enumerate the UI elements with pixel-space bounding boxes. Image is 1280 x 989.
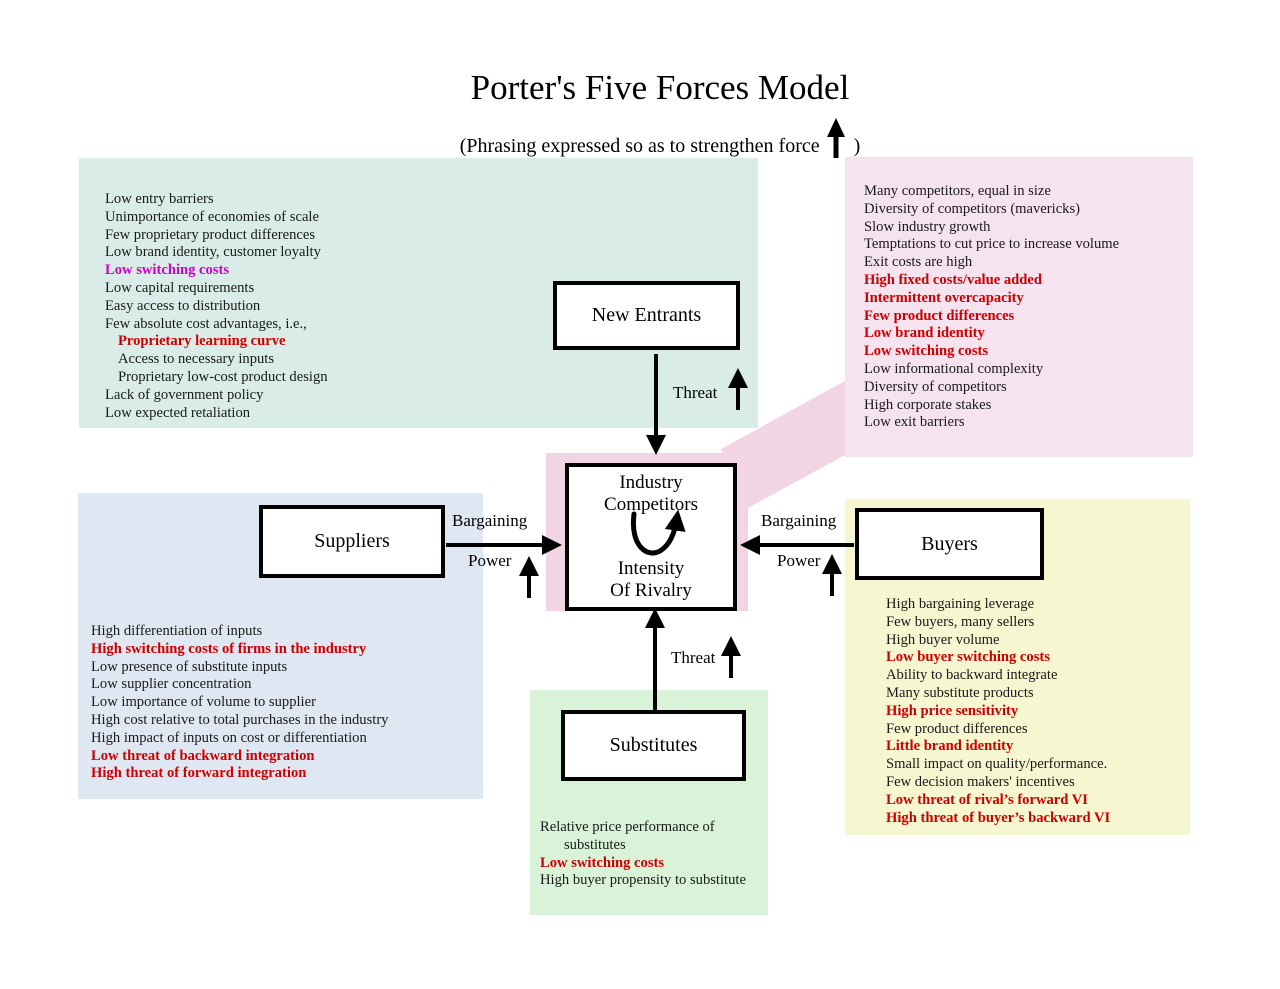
factor-line: Exit costs are high xyxy=(864,254,973,271)
industry-competitors-label: Industry Competitors xyxy=(604,472,698,516)
factor-line: Few absolute cost advantages, i.e., xyxy=(105,315,307,332)
subtitle-close-paren: ) xyxy=(853,135,861,157)
factor-line: Temptations to cut price to increase vol… xyxy=(864,236,1120,253)
factor-line: High bargaining leverage xyxy=(886,596,1035,612)
page-subtitle: (Phrasing expressed so as to strengthen … xyxy=(40,118,1280,166)
factor-line: Little brand identity xyxy=(886,738,1014,755)
center-line-3: Intensity xyxy=(617,558,685,579)
buyers-label: Buyers xyxy=(921,532,978,555)
center-line-2: Competitors xyxy=(604,494,698,515)
factor-line: High threat of buyer’s backward VI xyxy=(886,809,1111,826)
factor-line: Low informational complexity xyxy=(864,360,1044,377)
factor-line: Lack of government policy xyxy=(105,386,264,403)
industry-competitors-node: Industry Competitors Intensity Of Rivalr… xyxy=(565,463,737,611)
factor-line: Few product differences xyxy=(864,307,1015,324)
factor-line: Relative price performance of substitute… xyxy=(540,819,715,853)
factor-line: Low presence of substitute inputs xyxy=(91,658,288,675)
factor-line: Easy access to distribution xyxy=(105,297,261,314)
subtitle-text: (Phrasing expressed so as to strengthen … xyxy=(459,135,820,157)
factor-line: High fixed costs/value added xyxy=(864,271,1042,288)
center-line-1: Industry xyxy=(619,472,683,493)
center-line-4: Of Rivalry xyxy=(610,580,692,601)
factor-line: Low supplier concentration xyxy=(91,676,252,693)
factor-line: Ability to backward integrate xyxy=(886,667,1058,684)
factor-line: Intermittent overcapacity xyxy=(864,289,1024,306)
up-arrow-icon xyxy=(826,118,846,166)
factor-line: High buyer volume xyxy=(886,631,1000,648)
factor-line: Diversity of competitors (mavericks) xyxy=(864,200,1081,217)
buyers-node: Buyers xyxy=(855,508,1044,580)
factor-line: High corporate stakes xyxy=(864,396,992,413)
factor-line: High differentiation of inputs xyxy=(91,623,263,639)
factor-line: Low buyer switching costs xyxy=(886,649,1050,666)
factor-line: Low switching costs xyxy=(864,343,989,360)
factor-line: Few decision makers' incentives xyxy=(886,773,1075,790)
factor-line: Diversity of competitors xyxy=(864,378,1007,395)
factor-line: Few product differences xyxy=(886,720,1028,737)
factor-line: Few buyers, many sellers xyxy=(886,613,1035,630)
buyer-power-label: Power xyxy=(777,551,821,570)
supplier-bargaining-label: Bargaining xyxy=(452,511,528,530)
suppliers-node: Suppliers xyxy=(259,505,445,578)
factor-line: High switching costs of firms in the ind… xyxy=(91,640,367,657)
factor-line: Small impact on quality/performance. xyxy=(886,756,1108,773)
factor-line: High buyer propensity to substitute xyxy=(540,872,746,889)
factor-line: Proprietary low-cost product design xyxy=(118,368,328,385)
factor-line: Low switching costs xyxy=(105,262,230,279)
substitutes-factor-list: Relative price performance of substitute… xyxy=(540,819,762,890)
factor-line: Few proprietary product differences xyxy=(105,226,316,243)
supplier-power-label: Power xyxy=(468,551,512,570)
factor-line: High threat of forward integration xyxy=(91,765,307,782)
factor-line: Low threat of backward integration xyxy=(91,747,315,764)
factor-line: Low entry barriers xyxy=(105,191,214,207)
new-entrants-node: New Entrants xyxy=(553,281,740,350)
buyer-bargaining-label: Bargaining xyxy=(761,511,837,530)
factor-line: Low expected retaliation xyxy=(105,404,251,421)
factor-line: Slow industry growth xyxy=(864,218,991,235)
factor-line: Many substitute products xyxy=(886,684,1034,701)
new-entrants-threat-label: Threat xyxy=(673,383,718,402)
rivalry-determinants-panel xyxy=(845,157,1193,457)
intensity-of-rivalry-label: Intensity Of Rivalry xyxy=(610,558,692,602)
factor-line: Low brand identity xyxy=(864,325,985,342)
factor-line: Access to necessary inputs xyxy=(118,351,275,368)
factor-line: Unimportance of economies of scale xyxy=(105,208,319,225)
new-entrants-label: New Entrants xyxy=(591,304,702,326)
factor-line: Many competitors, equal in size xyxy=(864,183,1051,199)
substitutes-threat-label: Threat xyxy=(671,648,716,667)
factor-line: Low importance of volume to supplier xyxy=(91,694,316,711)
factor-line: Low threat of rival’s forward VI xyxy=(886,791,1088,808)
suppliers-label: Suppliers xyxy=(314,530,390,552)
factor-line: High impact of inputs on cost or differe… xyxy=(91,729,367,746)
factor-line: High cost relative to total purchases in… xyxy=(91,711,389,728)
substitutes-node: Substitutes xyxy=(561,710,746,781)
factor-line: Low brand identity, customer loyalty xyxy=(105,244,321,261)
factor-line: High price sensitivity xyxy=(886,702,1019,719)
factor-line: Proprietary learning curve xyxy=(118,333,286,350)
substitutes-label: Substitutes xyxy=(609,734,698,756)
factor-line: Low switching costs xyxy=(540,854,665,871)
page-title: Porter's Five Forces Model xyxy=(470,68,850,107)
factor-line: Low exit barriers xyxy=(864,414,965,431)
factor-line: Low capital requirements xyxy=(105,279,255,296)
